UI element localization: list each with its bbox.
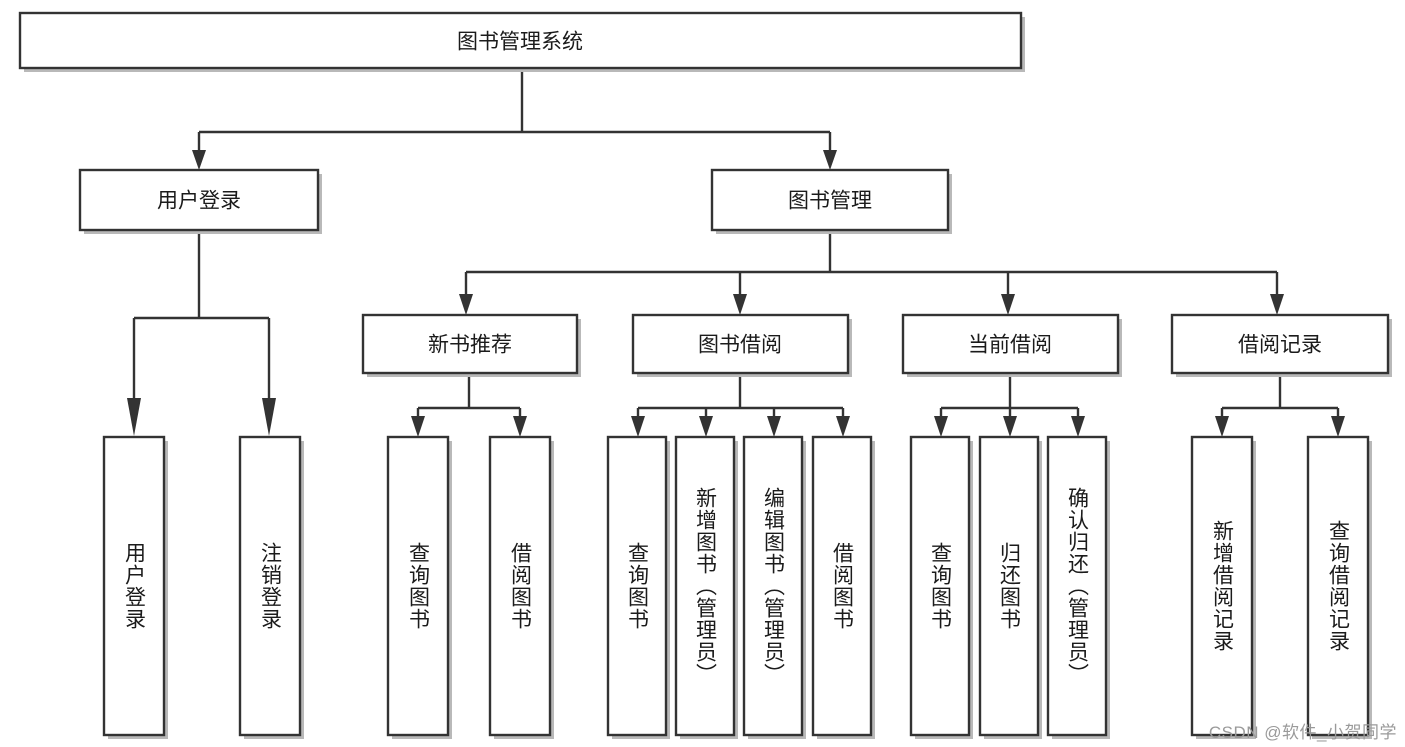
node-book-borrow[interactable]: 图书借阅	[631, 313, 852, 377]
arrow-user-login-leaf1	[127, 398, 141, 436]
leaf-br-2-label: 查询借阅记录	[1327, 520, 1351, 652]
arrow-borrow-record-leaf2	[1331, 416, 1345, 437]
user-login-box	[78, 168, 320, 232]
leaf-br-2-box	[1306, 435, 1370, 737]
arrow-to-new-book	[459, 294, 473, 315]
leaf-br-1-label: 新增借阅记录	[1211, 520, 1235, 652]
node-leaf-new-book-borrow[interactable]: 借阅图书	[488, 435, 554, 739]
book-management-box	[710, 168, 950, 232]
leaf-ul-1-label: 用户登录	[123, 542, 147, 630]
book-management-label: 图书管理	[788, 190, 872, 213]
leaf-bb-1-label: 查询图书	[626, 542, 650, 630]
node-leaf-current-borrow-confirm[interactable]: 确认归还（管理员）	[1046, 435, 1110, 739]
leaf-cb-3-box	[1046, 435, 1108, 737]
leaf-ul-1-box	[102, 435, 166, 737]
root-box	[18, 11, 1023, 70]
new-book-box	[361, 313, 579, 375]
leaf-nb-2-label: 借阅图书	[509, 542, 533, 630]
arrow-to-current-borrow	[1001, 294, 1015, 315]
node-leaf-current-borrow-return[interactable]: 归还图书	[978, 435, 1042, 739]
leaf-cb-3-label: 确认归还（管理员）	[1066, 487, 1090, 685]
arrow-to-borrow-record	[1270, 294, 1284, 315]
node-leaf-user-login-logout[interactable]: 注销登录	[238, 435, 304, 739]
leaf-cb-2-box	[978, 435, 1040, 737]
leaf-bb-3-box	[742, 435, 804, 737]
leaf-bb-1-box	[606, 435, 668, 737]
arrow-book-borrow-leaf4	[836, 416, 850, 437]
arrow-book-borrow-leaf2	[699, 416, 713, 437]
leaf-bb-4-label: 借阅图书	[831, 542, 855, 630]
new-book-label: 新书推荐	[428, 334, 512, 357]
arrow-new-book-leaf2	[513, 416, 527, 437]
current-borrow-label: 当前借阅	[968, 334, 1052, 357]
leaf-ul-2-label: 注销登录	[259, 542, 283, 630]
node-leaf-new-book-query[interactable]: 查询图书	[386, 435, 452, 739]
arrow-current-borrow-leaf3	[1071, 416, 1085, 437]
leaf-cb-2-label: 归还图书	[998, 542, 1022, 630]
leaf-bb-2-label: 新增图书（管理员）	[694, 487, 718, 685]
node-root-book-management-system[interactable]: 图书管理系统	[18, 11, 1025, 72]
arrow-borrow-record-leaf1	[1215, 416, 1229, 437]
arrow-to-user-login	[192, 150, 206, 170]
arrow-current-borrow-leaf1	[934, 416, 948, 437]
arrow-current-borrow-leaf2	[1003, 416, 1017, 437]
node-user-login[interactable]: 用户登录	[78, 168, 322, 234]
node-new-book-recommend[interactable]: 新书推荐	[361, 313, 581, 377]
book-borrow-box	[631, 313, 850, 375]
current-borrow-box	[901, 313, 1120, 375]
node-leaf-borrow-record-query[interactable]: 查询借阅记录	[1306, 435, 1372, 739]
arrow-to-book-manage	[823, 150, 837, 170]
leaf-cb-1-box	[909, 435, 971, 737]
node-leaf-user-login-login[interactable]: 用户登录	[102, 435, 168, 739]
node-borrow-record[interactable]: 借阅记录	[1170, 313, 1392, 377]
node-leaf-book-borrow-edit[interactable]: 编辑图书（管理员）	[742, 435, 806, 739]
node-book-management[interactable]: 图书管理	[710, 168, 952, 234]
arrow-new-book-leaf1	[411, 416, 425, 437]
leaf-bb-3-label: 编辑图书（管理员）	[762, 487, 786, 685]
node-leaf-current-borrow-query[interactable]: 查询图书	[909, 435, 973, 739]
node-leaf-borrow-record-add[interactable]: 新增借阅记录	[1190, 435, 1256, 739]
leaf-br-1-box	[1190, 435, 1254, 737]
borrow-record-label: 借阅记录	[1238, 334, 1322, 357]
leaf-nb-1-box	[386, 435, 450, 737]
node-current-borrow[interactable]: 当前借阅	[901, 313, 1122, 377]
user-login-label: 用户登录	[157, 190, 241, 213]
book-borrow-label: 图书借阅	[698, 334, 782, 357]
arrow-book-borrow-leaf3	[767, 416, 781, 437]
leaf-cb-1-label: 查询图书	[929, 542, 953, 630]
node-leaf-book-borrow-add[interactable]: 新增图书（管理员）	[674, 435, 738, 739]
leaf-nb-2-box	[488, 435, 552, 737]
borrow-record-box	[1170, 313, 1390, 375]
leaf-bb-2-box	[674, 435, 736, 737]
leaf-bb-4-box	[811, 435, 873, 737]
connector-layer	[127, 72, 1345, 437]
arrow-to-book-borrow	[733, 294, 747, 315]
leaf-ul-2-box	[238, 435, 302, 737]
node-leaf-book-borrow-borrow[interactable]: 借阅图书	[811, 435, 875, 739]
root-label: 图书管理系统	[457, 31, 583, 54]
leaf-nb-1-label: 查询图书	[407, 542, 431, 630]
arrow-user-login-leaf2	[262, 398, 276, 436]
node-leaf-book-borrow-query[interactable]: 查询图书	[606, 435, 670, 739]
arrow-book-borrow-leaf1	[631, 416, 645, 437]
